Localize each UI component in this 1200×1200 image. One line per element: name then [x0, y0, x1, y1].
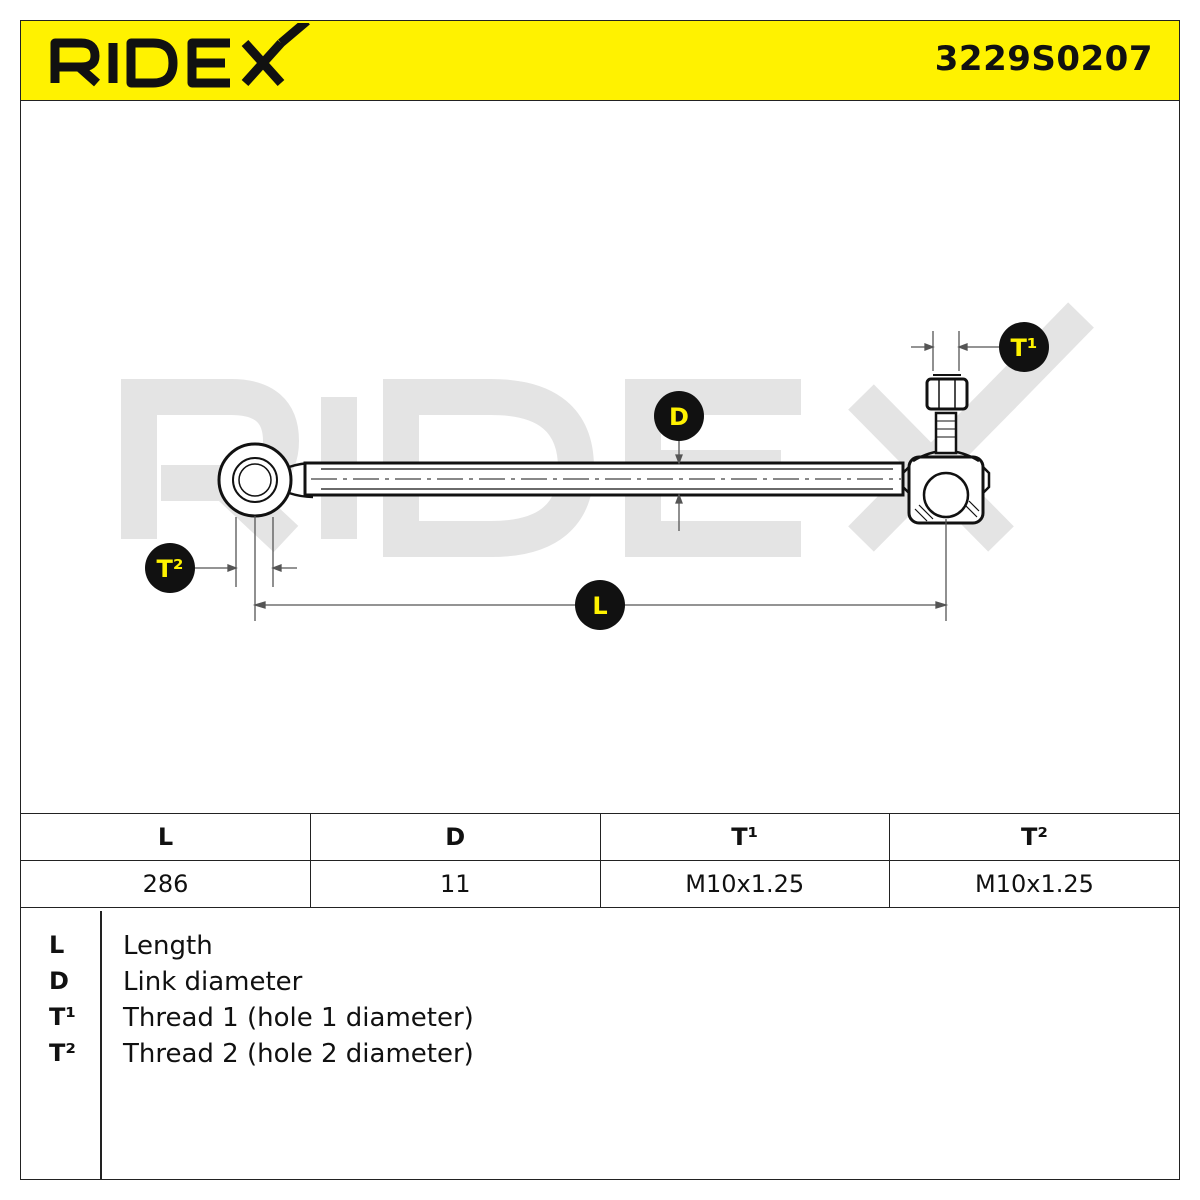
spec-header-d: D — [310, 813, 601, 861]
spec-value-t1: M10x1.25 — [599, 860, 890, 908]
l-badge-label: L — [592, 592, 607, 620]
legend-text: Thread 1 (hole 1 diameter) — [123, 1003, 474, 1033]
legend-item: L Length — [21, 931, 1179, 967]
spec-value-l: 286 — [21, 860, 311, 908]
spec-header-t2: T² — [889, 813, 1179, 861]
legend-symbol: D — [49, 967, 69, 995]
spec-header-row: L D T¹ T² — [21, 813, 1179, 861]
legend-symbol: T² — [49, 1039, 76, 1067]
legend-item: T¹ Thread 1 (hole 1 diameter) — [21, 1003, 1179, 1039]
legend-text: Link diameter — [123, 967, 303, 997]
legend-item: T² Thread 2 (hole 2 diameter) — [21, 1039, 1179, 1075]
d-badge-label: D — [669, 403, 689, 431]
stabilizer-link — [217, 374, 991, 525]
t1-badge-label: T¹ — [1011, 334, 1038, 362]
legend-text: Length — [123, 931, 213, 961]
technical-drawing: T¹ D T² L — [121, 302, 1094, 630]
spec-value-row: 286 11 M10x1.25 M10x1.25 — [21, 860, 1179, 908]
legend-text: Thread 2 (hole 2 diameter) — [123, 1039, 474, 1069]
legend-item: D Link diameter — [21, 967, 1179, 1003]
header-bar: 3229S0207 — [21, 21, 1179, 101]
part-number: 3229S0207 — [934, 39, 1153, 79]
drawing-frame: 3229S0207 — [20, 20, 1180, 1180]
legend-divider — [100, 911, 102, 1179]
t2-badge-label: T² — [157, 555, 184, 583]
legend-symbol: T¹ — [49, 1003, 76, 1031]
l-badge: L — [575, 580, 625, 630]
t1-badge: T¹ — [999, 322, 1049, 372]
legend-symbol: L — [49, 931, 65, 959]
spec-header-l: L — [21, 813, 311, 861]
d-badge: D — [654, 391, 704, 441]
spec-value-t2: M10x1.25 — [889, 860, 1179, 908]
spec-header-t1: T¹ — [599, 813, 890, 861]
legend: L Length D Link diameter T¹ Thread 1 (ho… — [21, 911, 1179, 1179]
spec-value-d: 11 — [310, 860, 601, 908]
ridex-logo — [50, 23, 310, 88]
spec-table: L D T¹ T² 286 11 M10x1.25 M10x1.25 — [21, 813, 1179, 908]
t2-badge: T² — [145, 543, 195, 593]
